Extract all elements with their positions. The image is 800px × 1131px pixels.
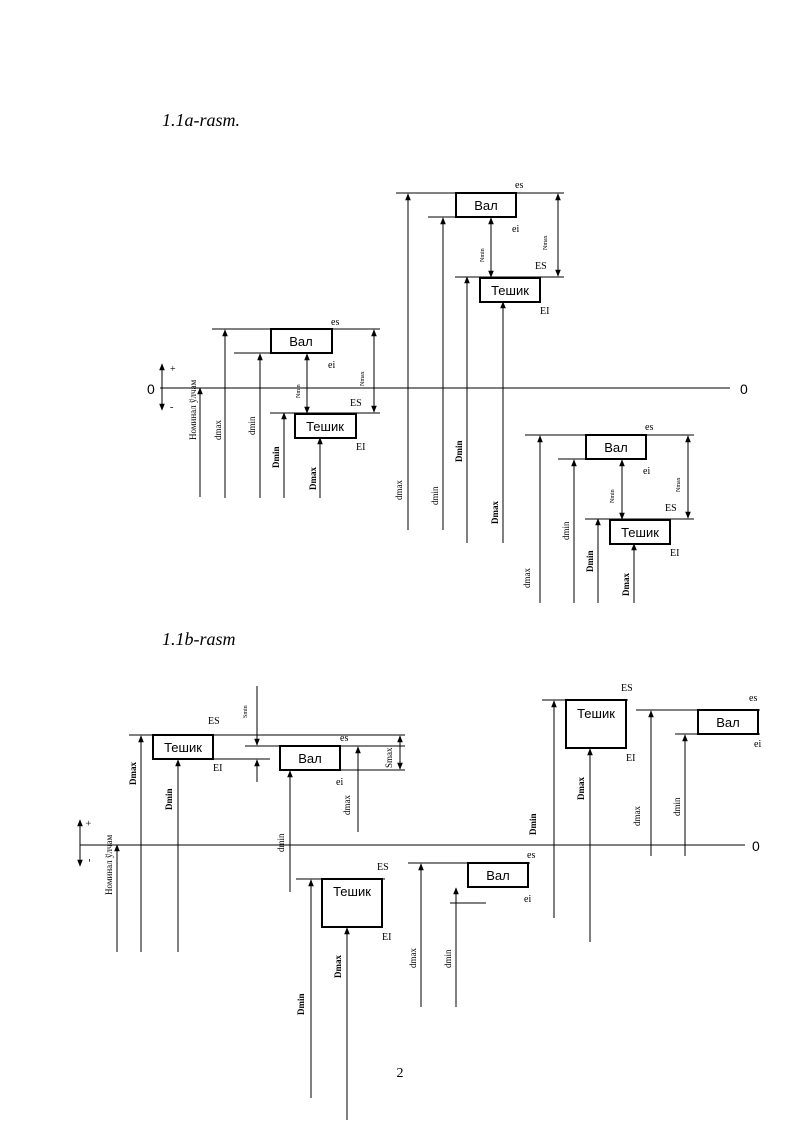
D-max-label: Dmax [621, 573, 631, 596]
hole-tolerance-zone [479, 277, 541, 303]
d-max-label: dmax [408, 948, 418, 968]
D-max-label: Dmax [490, 501, 500, 524]
shaft-tolerance-zone [455, 192, 517, 218]
ES-label: ES [535, 261, 547, 272]
hole-tolerance-zone [294, 413, 357, 439]
plus-sign: + [170, 364, 176, 375]
shaft-label: Вал [716, 715, 740, 730]
zero-label-right: 0 [740, 381, 748, 397]
ES-label: ES [621, 683, 633, 694]
d-max-label: dmax [342, 795, 352, 815]
ES-label: ES [377, 862, 389, 873]
hole-tolerance-zone [609, 519, 671, 545]
EI-label: EI [382, 932, 391, 943]
shaft-label: Вал [604, 440, 628, 455]
D-min-label: Dmin [296, 993, 306, 1015]
D-max-label: Dmax [308, 467, 318, 490]
hole-label: Тешик [306, 419, 344, 434]
shaft-tolerance-zone [279, 745, 341, 771]
minus-sign: - [170, 402, 173, 413]
d-min-label: dmin [247, 416, 257, 435]
plus-sign: + [84, 820, 95, 826]
shaft-tolerance-zone [585, 434, 647, 460]
d-min-label: dmin [276, 833, 286, 852]
D-min-label: Dmin [164, 788, 174, 810]
hole-label: Тешик [577, 706, 615, 721]
zero-label-left: 0 [147, 381, 155, 397]
ei-label: ei [512, 224, 519, 235]
es-label: es [527, 850, 535, 861]
n-min-label: Nmin [480, 248, 486, 262]
es-label: es [645, 422, 653, 433]
hole-tolerance-zone [321, 878, 383, 928]
minus-sign: - [84, 859, 95, 862]
ei-label: ei [524, 894, 531, 905]
es-label: es [331, 317, 339, 328]
D-max-label: Dmax [128, 762, 138, 785]
s-max-label: Smax [384, 747, 394, 768]
shaft-label: Вал [486, 868, 510, 883]
zero-label-right: 0 [752, 838, 760, 854]
shaft-label: Вал [298, 751, 322, 766]
shaft-tolerance-zone [467, 862, 529, 888]
nominal-size-label: Номинал ўлчам [104, 835, 114, 895]
d-min-label: dmin [430, 486, 440, 505]
D-min-label: Dmin [271, 446, 281, 468]
ES-label: ES [208, 716, 220, 727]
n-min-label: Nmin [296, 384, 302, 398]
n-max-label: Nmax [360, 371, 366, 386]
EI-label: EI [213, 763, 222, 774]
shaft-label: Вал [474, 198, 498, 213]
D-min-label: Dmin [585, 550, 595, 572]
nominal-size-label: Номинал ўлчам [188, 380, 198, 440]
D-min-label: Dmin [528, 813, 538, 835]
shaft-tolerance-zone [270, 328, 333, 354]
es-label: es [340, 733, 348, 744]
ei-label: ei [754, 739, 761, 750]
shaft-label: Вал [289, 334, 313, 349]
n-min-label: Nmin [610, 489, 616, 503]
ei-label: ei [643, 466, 650, 477]
hole-tolerance-zone [565, 699, 627, 749]
d-max-label: dmax [522, 568, 532, 588]
EI-label: EI [626, 753, 635, 764]
figure-a-caption: 1.1a-rasm. [162, 110, 241, 130]
ei-label: ei [328, 360, 335, 371]
d-max-label: dmax [394, 480, 404, 500]
EI-label: EI [540, 306, 549, 317]
d-min-label: dmin [443, 949, 453, 968]
ei-label: ei [336, 777, 343, 788]
D-max-label: Dmax [333, 955, 343, 978]
ES-label: ES [350, 398, 362, 409]
hole-label: Тешик [333, 884, 371, 899]
d-min-label: dmin [561, 521, 571, 540]
n-max-label: Nmax [543, 235, 549, 250]
hole-label: Тешик [621, 525, 659, 540]
page-number: 2 [396, 1066, 404, 1081]
es-label: es [749, 693, 757, 704]
ES-label: ES [665, 503, 677, 514]
figure-b-caption: 1.1b-rasm [162, 629, 236, 649]
s-min-label: Smin [243, 705, 249, 718]
hole-label: Тешик [164, 740, 202, 755]
EI-label: EI [356, 442, 365, 453]
hole-label: Тешик [491, 283, 529, 298]
shaft-tolerance-zone [697, 709, 759, 735]
es-label: es [515, 180, 523, 191]
figure-b: 0 + - Номинал ўлчам Тешик Вал ES EI es e… [77, 683, 761, 1120]
hole-tolerance-zone [152, 734, 214, 760]
n-max-label: Nmax [676, 477, 682, 492]
d-min-label: dmin [672, 797, 682, 816]
figure-a: 0 0 + - Номинал ўлчам Вал Тешик es ei ES… [147, 180, 748, 603]
EI-label: EI [670, 548, 679, 559]
D-min-label: Dmin [454, 440, 464, 462]
d-max-label: dmax [632, 806, 642, 826]
d-max-label: dmax [213, 420, 223, 440]
D-max-label: Dmax [576, 777, 586, 800]
